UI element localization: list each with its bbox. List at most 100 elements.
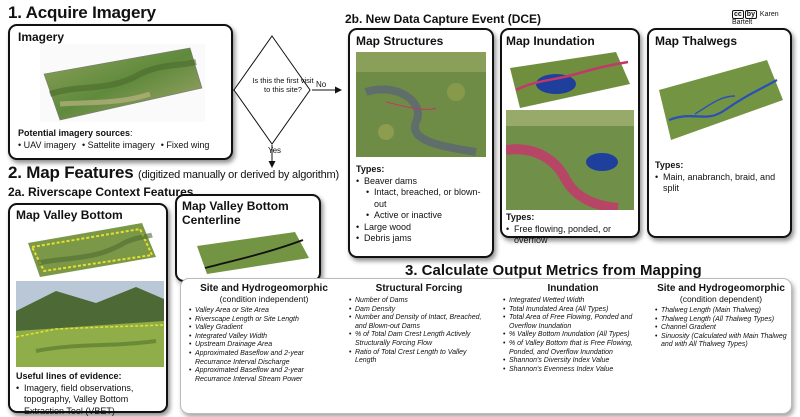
metric-item: Valley Gradient [189,324,339,333]
structural-list: Number of Dams Dam Density Number and De… [349,297,489,366]
centerline-title-line2: Centerline [182,213,241,227]
valley-bottom-title: Map Valley Bottom [16,208,123,222]
imagery-sources-heading: Potential imagery sources: [18,128,230,140]
metrics-inundation: Inundation Integrated Wetted Width Total… [503,283,643,374]
imagery-sources: Potential imagery sources: • UAV imagery… [18,128,230,151]
type-thalweg: Main, anabranch, braid, and split [655,172,791,195]
structures-types-label: Types: [356,164,385,174]
metric-item: Total Inundated Area (All Types) [503,306,643,315]
inundation-title: Map Inundation [506,34,595,48]
inundation-photo [506,110,634,210]
evidence-item: Imagery, field observations, topography,… [16,383,166,417]
site-dependent-sub: (condition dependent) [679,294,763,304]
decision-yes-label: Yes [268,146,282,155]
metric-item: Ratio of Total Crest Length to Valley Le… [349,349,489,366]
structures-photo [356,52,486,157]
source-fixed-wing-label: Fixed wing [166,139,210,150]
metric-item: Upstream Drainage Area [189,341,339,350]
metric-item: Dam Density [349,306,489,315]
metric-item: Channel Gradient [655,324,787,333]
site-independent-list: Valley Area or Site Area Riverscape Leng… [189,307,339,384]
structures-title: Map Structures [356,34,444,48]
valley-bottom-evidence: Useful lines of evidence: Imagery, field… [16,371,166,417]
step2-note: (digitized manually or derived by algori… [138,169,339,181]
metric-item: Approximated Baseflow and 2-year Recurra… [189,367,339,384]
metric-item: Valley Area or Site Area [189,307,339,316]
beaver-dams-subtypes: Intact, breached, or blown-out Active or… [356,187,491,222]
metrics-panel: Site and Hydrogeomorphic (condition inde… [180,278,792,414]
inundation-types-list: Free flowing, ponded, or overflow [506,224,640,247]
subtype-activity: Active or inactive [356,210,491,222]
cc-badge: cc [732,10,744,19]
source-fixed-wing: • Fixed wing [160,139,210,150]
site-dependent-title: Site and Hydrogeomorphic [657,283,785,294]
structures-types-list: Beaver dams [356,176,491,188]
metric-item: % Valley Bottom Inundation (All Types) [503,331,643,340]
step2-title: 2. Map Features [8,163,134,182]
by-badge: by [744,10,757,19]
metric-item: Total Area of Free Flowing, Ponded and O… [503,314,643,331]
imagery-sources-colon: : [130,128,133,138]
decision-no-label: No [316,80,327,89]
imagery-orthomosaic [40,44,205,122]
step2b-heading: 2b. New Data Capture Event (DCE) [345,12,542,26]
inundation-map-top [510,52,630,108]
metric-item: Riverscape Length or Site Length [189,316,339,325]
thalwegs-title: Map Thalwegs [655,34,738,48]
structures-types-more: Large wood Debris jams [356,222,491,245]
thalwegs-box: Map Thalwegs Types: Main, anabranch, bra… [647,28,792,238]
metric-item: Integrated Wetted Width [503,297,643,306]
inundation-types-label: Types: [506,212,535,222]
centerline-map [197,232,309,274]
subtype-condition: Intact, breached, or blown-out [356,187,491,210]
metrics-structural: Structural Forcing Number of Dams Dam De… [349,283,489,366]
thalwegs-types-label: Types: [655,160,684,170]
centerline-title: Map Valley Bottom Centerline [182,199,289,227]
centerline-title-line1: Map Valley Bottom [182,199,289,213]
inundation-metrics-title: Inundation [547,283,599,294]
imagery-box: Imagery Potential imagery sources: • UAV… [8,24,233,160]
metric-item: Number and Density of Intact, Breached, … [349,314,489,331]
type-beaver-dams: Beaver dams [356,176,491,188]
inundation-types: Types: Free flowing, ponded, or overflow [506,212,640,247]
step3-heading: 3. Calculate Output Metrics from Mapping [405,262,702,279]
inundation-box: Map Inundation Types: Free flowing, pond… [500,28,640,245]
step2a-heading: 2a. Riverscape Context Features [8,185,194,199]
step1-heading: 1. Acquire Imagery [8,3,156,22]
site-independent-sub: (condition independent) [219,294,309,304]
source-uav-label: UAV imagery [23,139,77,150]
metric-item: Integrated Valley Width [189,333,339,342]
structural-title: Structural Forcing [375,283,463,294]
metrics-site-independent: Site and Hydrogeomorphic (condition inde… [189,283,339,384]
metric-item: % of Valley Bottom that is Free Flowing,… [503,340,643,357]
source-satellite: • Sattelite imagery [82,139,155,150]
inundation-metrics-list: Integrated Wetted Width Total Inundated … [503,297,643,374]
metric-item: Thalweg Length (Main Thalweg) [655,307,787,316]
centerline-box: Map Valley Bottom Centerline [175,194,321,282]
thalwegs-types-list: Main, anabranch, braid, and split [655,172,791,195]
site-dependent-list: Thalweg Length (Main Thalweg) Thalweg Le… [655,307,787,350]
metric-item: Thalweg Length (All Thalweg Types) [655,316,787,325]
metrics-site-dependent: Site and Hydrogeomorphic (condition depe… [655,283,787,350]
valley-bottom-photo [16,281,164,367]
imagery-title: Imagery [18,30,65,44]
type-inundation: Free flowing, ponded, or overflow [506,224,640,247]
site-independent-title: Site and Hydrogeomorphic [200,283,328,294]
thalwegs-map [659,60,783,140]
metric-item: Approximated Baseflow and 2-year Recurra… [189,350,339,367]
valley-bottom-map [28,223,156,277]
metric-item: Number of Dams [349,297,489,306]
step2-heading: 2. Map Features (digitized manually or d… [8,163,339,183]
decision-question: Is this the first visit to this site? [252,76,314,94]
evidence-label: Useful lines of evidence: [16,371,122,381]
metric-item: Shannon's Diversity Index Value [503,357,643,366]
decision-diamond [233,35,311,145]
structures-types: Types: Beaver dams Intact, breached, or … [356,164,491,245]
metric-item: Sinuosity (Calculated with Main Thalweg … [655,333,787,350]
evidence-list: Imagery, field observations, topography,… [16,383,166,417]
thalwegs-types: Types: Main, anabranch, braid, and split [655,160,791,195]
author-name: Karen Bartelt [732,11,779,26]
type-debris-jams: Debris jams [356,233,491,245]
imagery-sources-label: Potential imagery sources [18,128,131,138]
